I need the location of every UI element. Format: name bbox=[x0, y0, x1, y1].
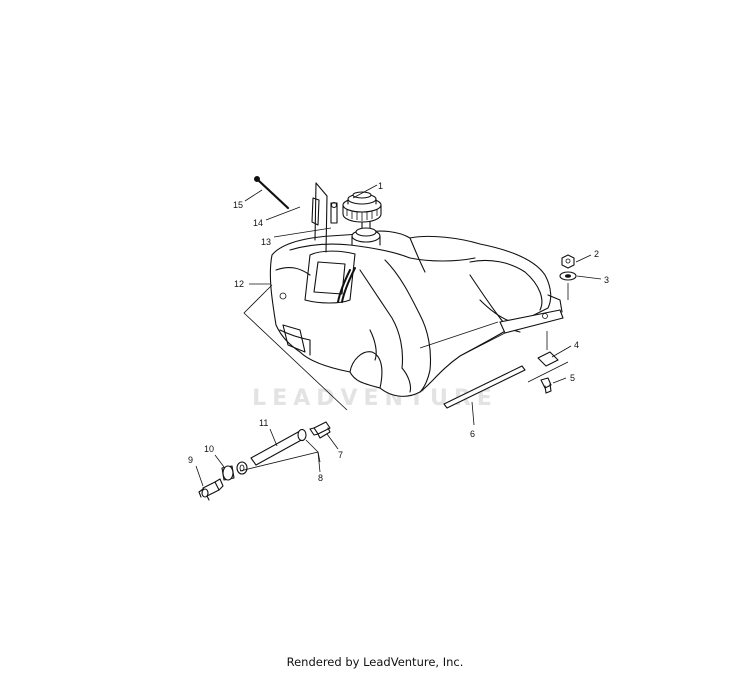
callout-4: 4 bbox=[574, 340, 579, 350]
callout-1: 1 bbox=[378, 181, 383, 191]
callout-3: 3 bbox=[604, 275, 609, 285]
callout-15: 15 bbox=[233, 200, 243, 210]
callout-5: 5 bbox=[570, 373, 575, 383]
callout-2: 2 bbox=[594, 249, 599, 259]
vent-assembly bbox=[254, 176, 338, 253]
callout-13: 13 bbox=[261, 237, 271, 247]
callout-12: 12 bbox=[234, 279, 244, 289]
callout-14: 14 bbox=[253, 218, 263, 228]
fuel-tank bbox=[269, 230, 564, 397]
leader-lines bbox=[195, 184, 602, 487]
callout-7: 7 bbox=[338, 450, 343, 460]
callout-6: 6 bbox=[470, 429, 475, 439]
watermark-logo-text: LEADVENTURE bbox=[252, 386, 498, 411]
callout-9: 9 bbox=[188, 455, 193, 465]
footer-credit: Rendered by LeadVenture, Inc. bbox=[286, 655, 464, 669]
mounting-hardware bbox=[443, 331, 569, 409]
callout-10: 10 bbox=[204, 444, 214, 454]
callout-11: 11 bbox=[259, 418, 268, 428]
callout-labels: 1 2 3 4 5 6 7 8 9 10 11 12 13 14 15 bbox=[188, 181, 609, 483]
filler-neck bbox=[351, 213, 381, 246]
nut-and-washer bbox=[559, 254, 577, 300]
fuel-cap-icon bbox=[342, 191, 382, 223]
callout-8: 8 bbox=[318, 473, 323, 483]
fuel-line-assembly bbox=[198, 421, 331, 501]
assembly-bracket-lines bbox=[243, 284, 348, 411]
